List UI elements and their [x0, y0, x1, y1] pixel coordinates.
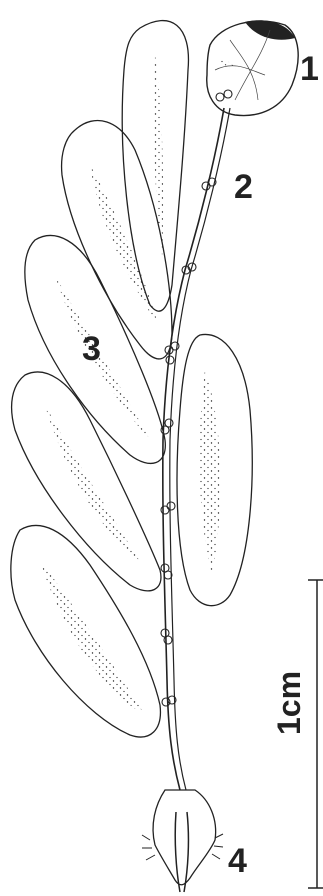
leaflet-right	[177, 334, 252, 605]
label-1: 1	[300, 50, 319, 88]
scale-label: 1cm	[271, 671, 307, 735]
basal-bud	[142, 790, 223, 892]
leaflet-lower-left	[12, 372, 161, 591]
label-3: 3	[82, 330, 101, 368]
leaflet-bottom	[11, 525, 161, 736]
label-2: 2	[234, 168, 253, 206]
label-4: 4	[228, 842, 247, 880]
scale-bar	[308, 580, 323, 888]
